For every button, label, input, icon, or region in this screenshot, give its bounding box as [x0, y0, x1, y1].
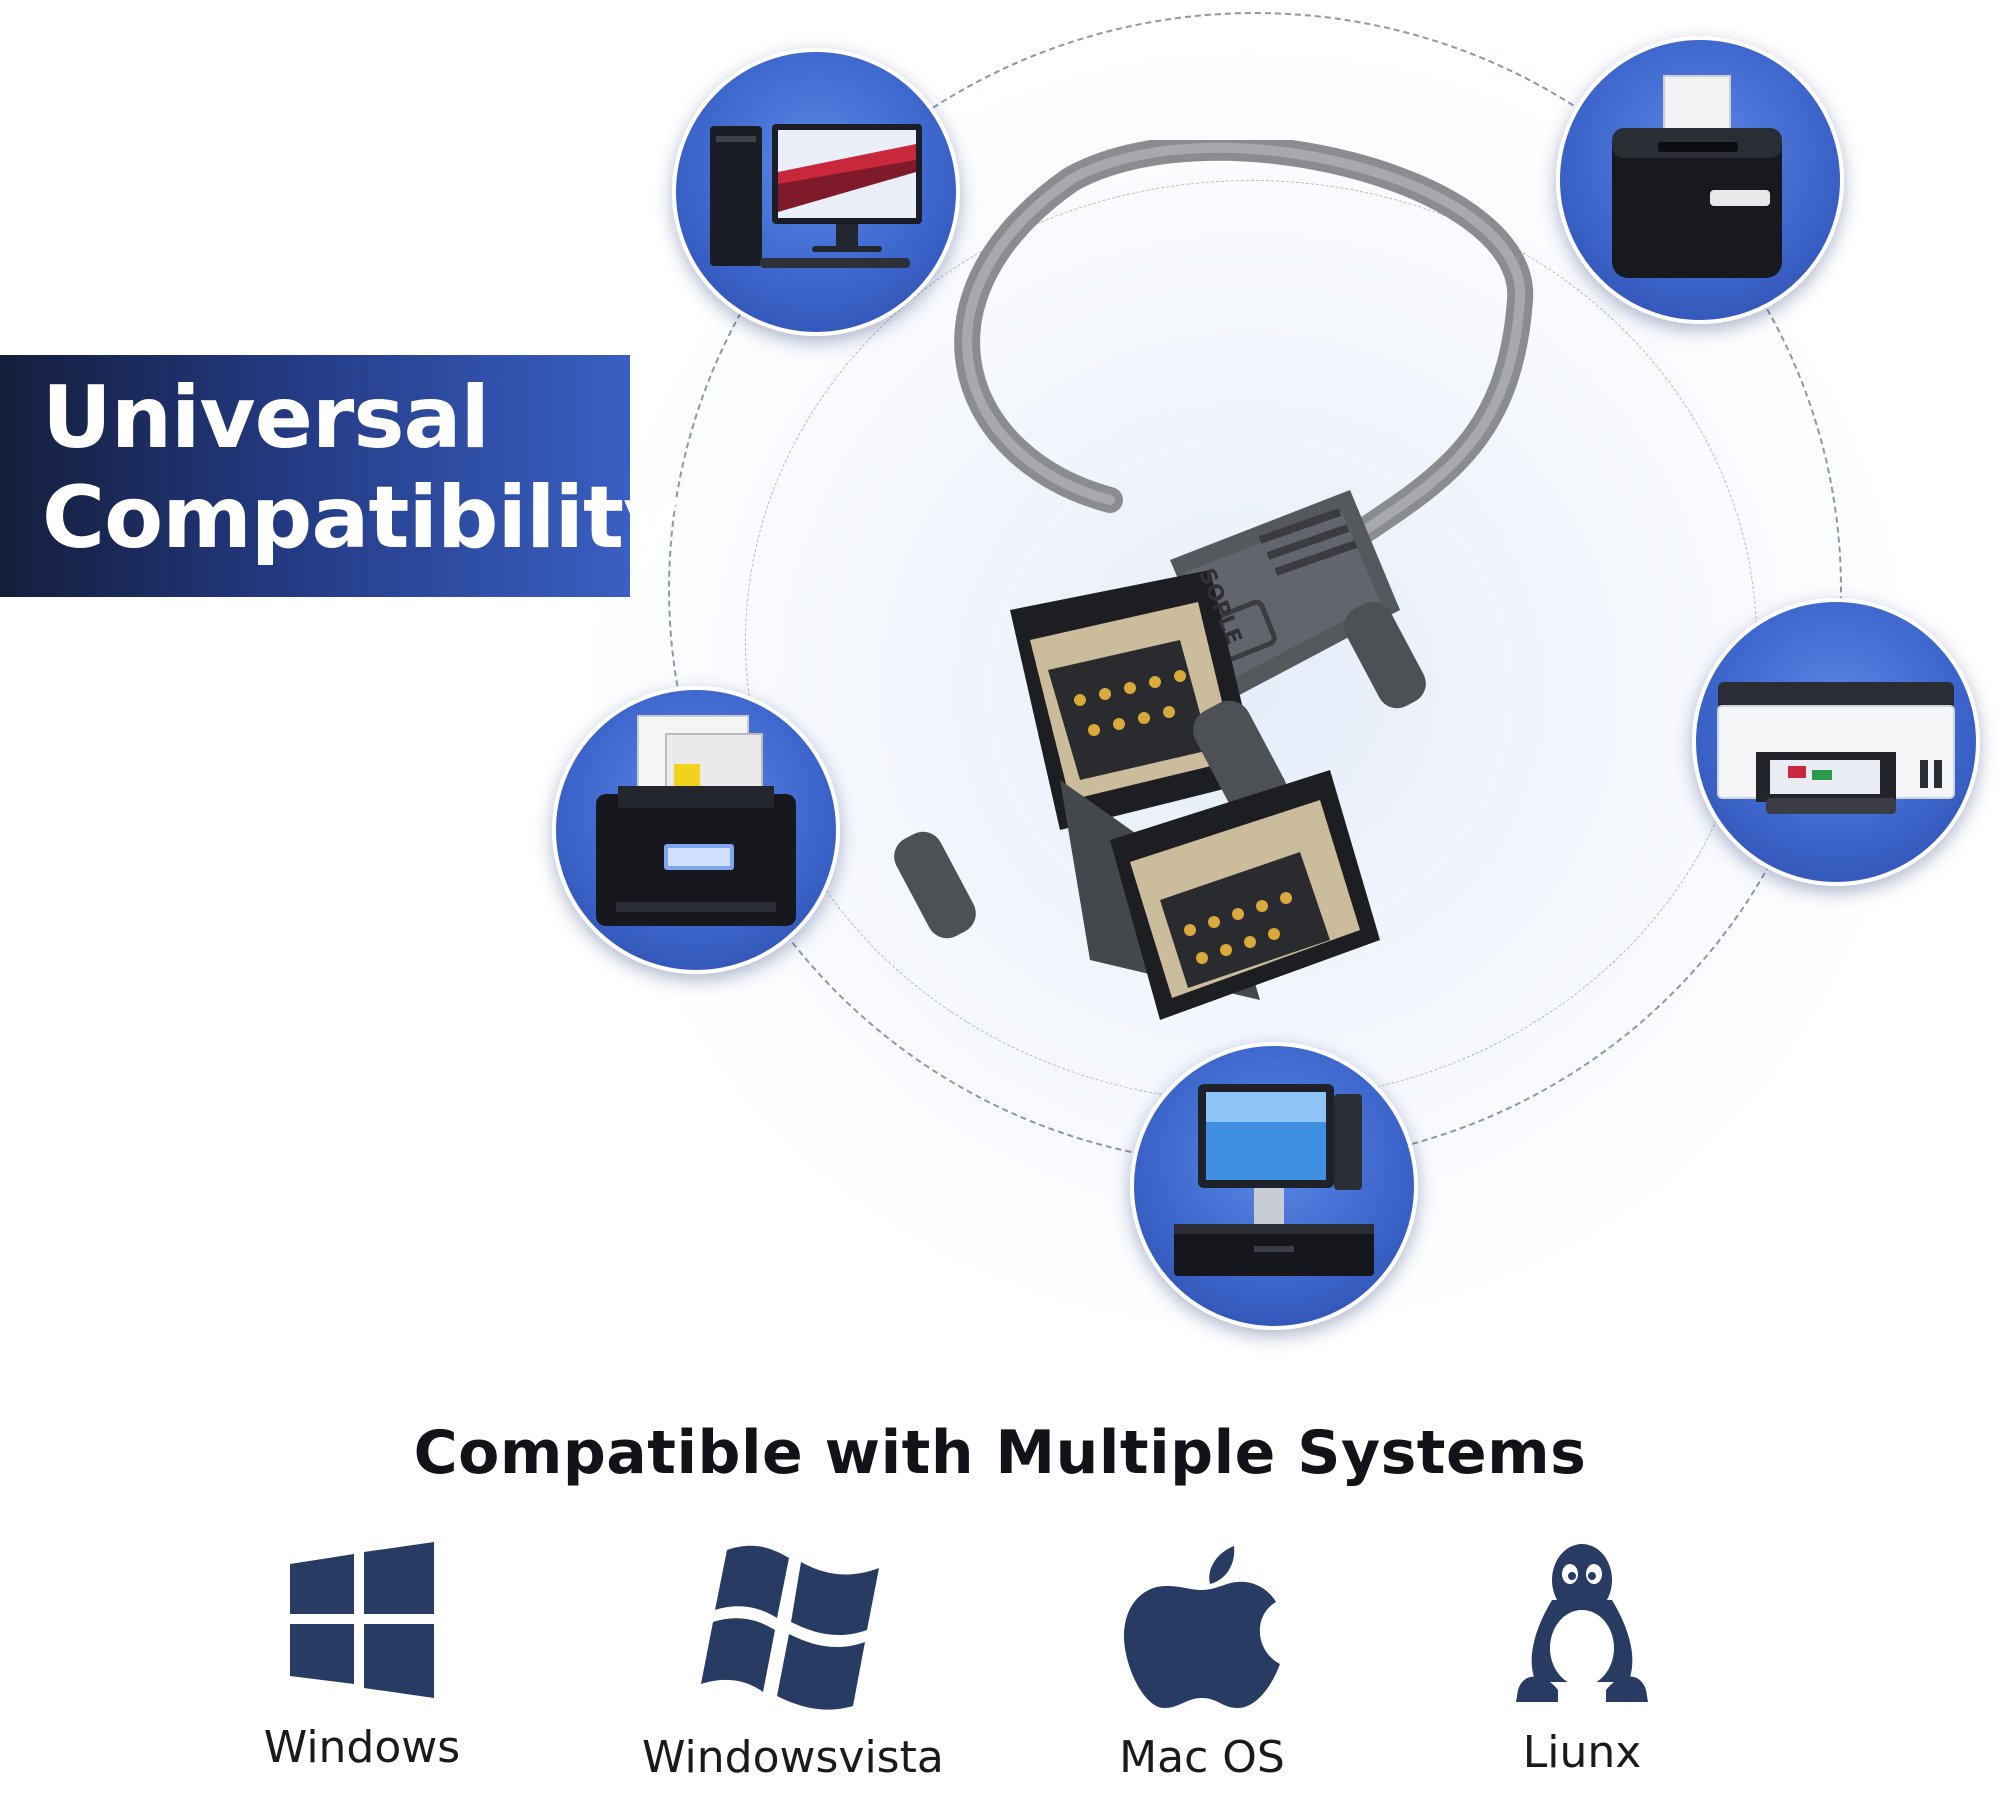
os-mac: Mac OS — [1052, 1540, 1352, 1783]
os-linux: Liunx — [1432, 1540, 1732, 1778]
os-windows-vista: Windowsvista — [642, 1540, 944, 1783]
linux-penguin-icon — [1516, 1544, 1648, 1702]
compatibility-banner — [0, 355, 630, 597]
os-label-windows: Windows — [263, 1722, 461, 1773]
apple-logo-icon — [1124, 1546, 1280, 1708]
db9-serial-cable-icon: SOPLE — [894, 140, 1534, 1020]
receipt-printer-icon — [1556, 36, 1844, 324]
inkjet-printer-icon — [1692, 598, 1980, 886]
banner-heading: Universal Compatibility — [42, 368, 679, 568]
os-windows: Windows — [212, 1540, 512, 1773]
pos-terminal-icon — [1130, 1042, 1418, 1330]
windows-vista-logo-icon — [701, 1545, 879, 1710]
banner-line-1: Universal — [42, 368, 490, 468]
systems-title: Compatible with Multiple Systems — [413, 1418, 1587, 1488]
os-label-windows-vista: Windowsvista — [642, 1732, 944, 1783]
windows-logo-icon — [290, 1542, 434, 1698]
os-label-linux: Liunx — [1522, 1727, 1642, 1778]
desktop-computer-icon — [672, 48, 960, 336]
banner-line-2: Compatibility — [42, 468, 679, 568]
document-scanner-icon — [552, 686, 840, 974]
os-label-mac-os: Mac OS — [1119, 1732, 1285, 1783]
